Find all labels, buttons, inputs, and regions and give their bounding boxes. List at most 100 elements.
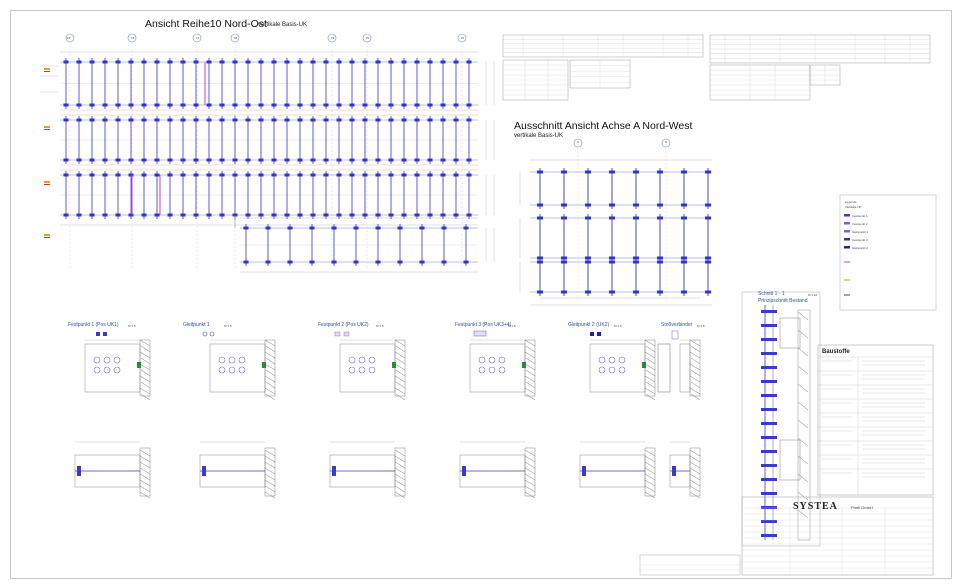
bolt-circle (618, 356, 626, 364)
bracket-mark (323, 158, 329, 162)
hatch-line (394, 363, 406, 371)
bracket-mark (297, 173, 303, 177)
hatch-line (394, 387, 406, 395)
bracket-mark (258, 60, 264, 64)
hatch-line (265, 381, 276, 389)
axis-label: 18 (234, 36, 238, 40)
bracket-mark (323, 118, 329, 122)
hatch-line (525, 345, 536, 353)
bracket-mark (537, 290, 543, 294)
bracket-mark (232, 60, 238, 64)
axis-label: 15 (67, 36, 71, 40)
bracket-mark (89, 213, 95, 217)
bracket-mark (453, 103, 459, 107)
bracket-mark (353, 226, 359, 230)
hatch-line (644, 479, 656, 487)
bracket-mark (388, 118, 394, 122)
bolt-circle (498, 356, 506, 364)
legend-swatch (844, 222, 850, 225)
wall-outline (394, 339, 406, 397)
hatch-line (797, 419, 809, 429)
hatch-line (644, 449, 656, 457)
hatch-line (139, 467, 151, 475)
bracket-mark (331, 260, 337, 264)
wall-outline (139, 447, 151, 497)
cut-view-subtitle: vertikale Basis-UK (514, 133, 564, 139)
bracket-mark (585, 216, 591, 220)
bracket-mark (537, 260, 543, 264)
hatch-line (524, 467, 536, 475)
bracket-mark (375, 103, 381, 107)
bracket-mark (219, 173, 225, 177)
hatch-line (394, 485, 406, 493)
legend-swatch (844, 230, 850, 233)
hatch-line (139, 485, 151, 493)
bracket-mark (193, 213, 199, 217)
bolt-circle (368, 366, 376, 374)
bracket-mark (414, 158, 420, 162)
hatch-line (140, 393, 151, 401)
bracket-mark (167, 118, 173, 122)
bracket-mark (284, 213, 290, 217)
axis-label: 21 (461, 36, 465, 40)
bracket-mark (310, 118, 316, 122)
hatch-line (139, 351, 151, 359)
bracket-mark (102, 158, 108, 162)
axis-label: D (665, 140, 668, 144)
main-view-title: Ansicht Reihe10 Nord-Ost (145, 18, 267, 30)
section-bracket (761, 464, 777, 467)
bracket-mark (414, 173, 420, 177)
bracket-mark (63, 118, 69, 122)
bracket-mark (63, 173, 69, 177)
hatch-line (264, 351, 276, 359)
bracket-mark (323, 173, 329, 177)
bracket-mark (388, 60, 394, 64)
axis-label: 19 (331, 36, 335, 40)
anchor-mark (522, 362, 526, 368)
bolt-circle (103, 366, 111, 374)
bracket-mark (331, 226, 337, 230)
bracket-mark (657, 260, 663, 264)
hatch-line (395, 369, 406, 377)
detail-title: Stoßverbinder (661, 322, 693, 328)
bracket-mark (271, 60, 277, 64)
detail-outline (209, 343, 266, 393)
bracket-mark (141, 118, 147, 122)
wall-outline (139, 339, 151, 397)
hatch-line (140, 357, 151, 365)
axis-label: 17 (196, 36, 200, 40)
materials-title: Baustoffe (822, 349, 850, 355)
bracket-mark (245, 173, 251, 177)
plate-mark (77, 466, 81, 476)
bracket-mark (466, 173, 472, 177)
hatch-line (689, 387, 701, 395)
bracket-mark (388, 173, 394, 177)
bracket-mark (375, 226, 381, 230)
hatch-line (394, 461, 406, 469)
bracket-mark (609, 290, 615, 294)
hatch-line (689, 461, 701, 469)
hatch-line (394, 339, 406, 347)
bracket-mark (362, 173, 368, 177)
bracket-mark (349, 60, 355, 64)
hatch-line (797, 473, 809, 483)
hatch-line (797, 455, 809, 465)
hatch-line (139, 461, 151, 469)
bracket-mark (414, 60, 420, 64)
bracket-mark (206, 213, 212, 217)
bracket-mark (271, 103, 277, 107)
bracket-mark (128, 173, 134, 177)
bracket-mark (427, 213, 433, 217)
bracket-mark (414, 103, 420, 107)
hatch-line (524, 455, 536, 463)
hatch-line (264, 467, 276, 475)
bracket-mark (154, 173, 160, 177)
bracket-mark (414, 213, 420, 217)
bracket-mark (441, 226, 447, 230)
hatch-line (524, 449, 536, 457)
bracket-mark (76, 213, 82, 217)
bracket-mark (271, 158, 277, 162)
bracket-mark (167, 158, 173, 162)
bracket-mark (388, 103, 394, 107)
section-scale: M 1:10 (808, 293, 818, 297)
